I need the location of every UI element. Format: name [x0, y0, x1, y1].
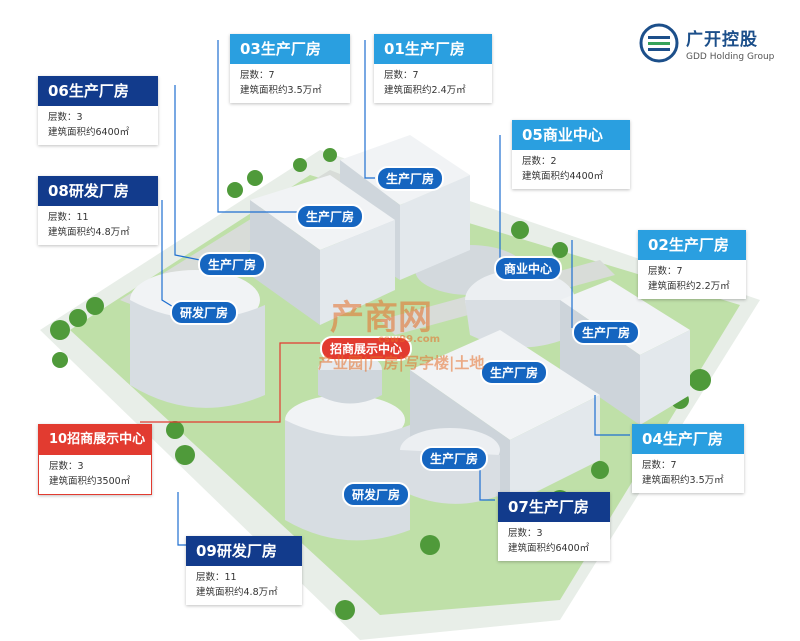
card-03: 03生产厂房 层数：7 建筑面积约3.5万㎡	[230, 34, 350, 103]
building-tag-09: 研发厂房	[342, 482, 411, 507]
building-08	[130, 270, 265, 408]
card-05: 05商业中心 层数：2 建筑面积约4400㎡	[512, 120, 630, 189]
card-title: 10招商展示中心	[39, 425, 151, 455]
card-area: 建筑面积约4.8万㎡	[48, 227, 130, 238]
logo-chinese-name: 广开控股	[686, 29, 758, 50]
watermark-url: csw99.com	[378, 334, 441, 345]
card-area: 建筑面积约4400㎡	[522, 171, 604, 182]
card-area: 建筑面积约3.5万㎡	[642, 475, 724, 486]
card-title: 06生产厂房	[38, 76, 158, 106]
card-floors: 层数：11	[48, 212, 89, 223]
building-tag-06: 生产厂房	[198, 252, 267, 277]
card-10: 10招商展示中心 层数：3 建筑面积约3500㎡	[38, 424, 152, 495]
building-tag-10: 招商展示中心	[320, 336, 413, 361]
logo-english-name: GDD Holding Group	[686, 51, 775, 62]
card-area: 建筑面积约3.5万㎡	[240, 85, 322, 96]
card-title: 04生产厂房	[632, 424, 744, 454]
card-floors: 层数：2	[522, 156, 557, 167]
card-area: 建筑面积约6400㎡	[508, 543, 590, 554]
card-title: 08研发厂房	[38, 176, 158, 206]
card-01: 01生产厂房 层数：7 建筑面积约2.4万㎡	[374, 34, 492, 103]
card-area: 建筑面积约6400㎡	[48, 127, 130, 138]
card-floors: 层数：11	[196, 572, 237, 583]
card-floors: 层数：7	[384, 70, 419, 81]
card-04: 04生产厂房 层数：7 建筑面积约3.5万㎡	[632, 424, 744, 493]
card-02: 02生产厂房 层数：7 建筑面积约2.2万㎡	[638, 230, 746, 299]
building-tag-04: 生产厂房	[480, 360, 549, 385]
building-09	[285, 395, 410, 541]
watermark-main: 产商网	[330, 298, 432, 338]
card-06: 06生产厂房 层数：3 建筑面积约6400㎡	[38, 76, 158, 145]
card-area: 建筑面积约2.2万㎡	[648, 281, 730, 292]
card-08: 08研发厂房 层数：11 建筑面积约4.8万㎡	[38, 176, 158, 245]
card-title: 05商业中心	[512, 120, 630, 150]
gdd-logo-icon	[639, 23, 679, 63]
card-area: 建筑面积约4.8万㎡	[196, 587, 278, 598]
building-tag-01: 生产厂房	[376, 166, 445, 191]
building-10	[318, 352, 382, 404]
card-floors: 层数：3	[508, 528, 543, 539]
card-floors: 层数：7	[648, 266, 683, 277]
card-floors: 层数：3	[49, 461, 84, 472]
card-title: 02生产厂房	[638, 230, 746, 260]
building-tag-05: 商业中心	[494, 256, 563, 281]
card-area: 建筑面积约3500㎡	[49, 476, 131, 487]
building-tag-03: 生产厂房	[296, 204, 365, 229]
watermark-subtitle: 产业园|厂房|写字楼|土地	[318, 354, 485, 372]
card-07: 07生产厂房 层数：3 建筑面积约6400㎡	[498, 492, 610, 561]
building-05	[465, 270, 575, 348]
card-title: 07生产厂房	[498, 492, 610, 522]
card-09: 09研发厂房 层数：11 建筑面积约4.8万㎡	[186, 536, 302, 605]
building-tag-02: 生产厂房	[572, 320, 641, 345]
card-floors: 层数：7	[240, 70, 275, 81]
building-tag-08: 研发厂房	[170, 300, 239, 325]
card-title: 09研发厂房	[186, 536, 302, 566]
card-floors: 层数：3	[48, 112, 83, 123]
card-area: 建筑面积约2.4万㎡	[384, 85, 466, 96]
card-floors: 层数：7	[642, 460, 677, 471]
company-logo: 广开控股 GDD Holding Group	[638, 22, 774, 64]
building-tag-07: 生产厂房	[420, 446, 489, 471]
card-title: 03生产厂房	[230, 34, 350, 64]
card-title: 01生产厂房	[374, 34, 492, 64]
